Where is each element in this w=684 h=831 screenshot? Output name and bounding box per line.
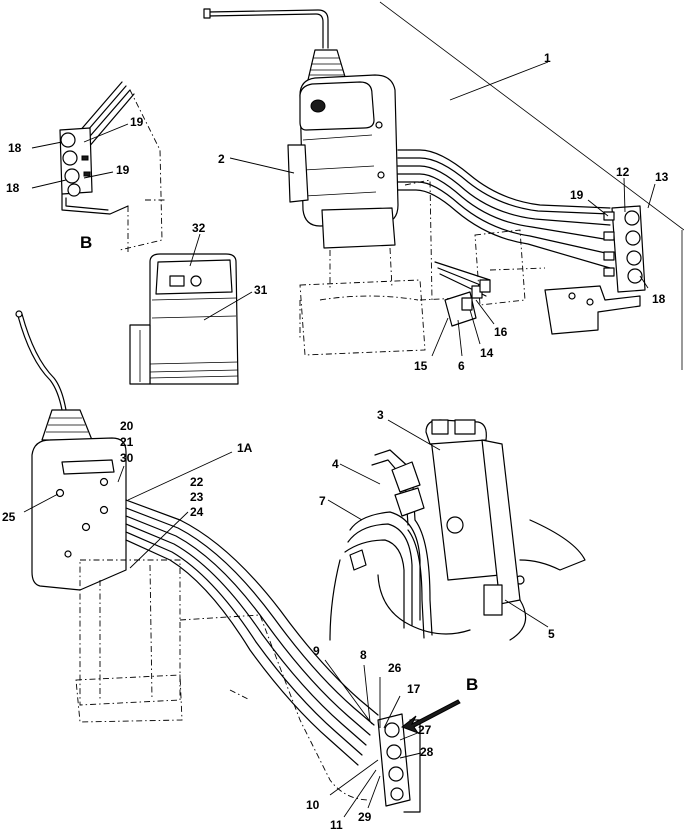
- callout-14: 14: [480, 346, 494, 360]
- valve-detail: [329, 419, 586, 641]
- joystick-cover-assembly: [129, 253, 239, 385]
- callout-22: 22: [190, 475, 204, 489]
- callout-32: 32: [192, 221, 206, 235]
- callout-16: 16: [494, 325, 508, 339]
- callout-5: 5: [548, 627, 555, 641]
- callout-19-detail-upper: 19: [130, 115, 144, 129]
- callout-11: 11: [330, 818, 343, 831]
- callout-8: 8: [360, 648, 367, 662]
- callout-labels: 1 2 12 13 19 18 16 14 6 15 19 19 18 18 3…: [2, 51, 669, 831]
- callout-23: 23: [190, 490, 204, 504]
- leader-lines: [23, 61, 656, 818]
- callout-20: 20: [120, 419, 134, 433]
- callout-7: 7: [319, 494, 326, 508]
- view-arrow-label: B: [466, 675, 478, 694]
- callout-29: 29: [358, 810, 372, 824]
- callout-18-detail-lower: 18: [6, 181, 20, 195]
- callout-30: 30: [120, 451, 134, 465]
- callout-28: 28: [420, 745, 434, 759]
- bottom-main-assembly: [15, 310, 461, 813]
- top-main-assembly: [203, 1, 684, 370]
- callout-31: 31: [254, 283, 268, 297]
- callout-27: 27: [418, 723, 432, 737]
- callout-1: 1: [544, 51, 551, 65]
- detail-view-b: [59, 81, 165, 252]
- callout-10: 10: [306, 798, 320, 812]
- callout-19: 19: [570, 188, 584, 202]
- callout-18: 18: [652, 292, 666, 306]
- callout-26: 26: [388, 661, 402, 675]
- callout-4: 4: [332, 457, 339, 471]
- callout-15: 15: [414, 359, 428, 373]
- callout-9: 9: [313, 644, 320, 658]
- callout-18-detail-upper: 18: [8, 141, 22, 155]
- callout-12: 12: [616, 165, 630, 179]
- callout-24: 24: [190, 505, 204, 519]
- callout-3: 3: [377, 408, 384, 422]
- callout-21: 21: [120, 435, 134, 449]
- callout-25: 25: [2, 510, 16, 524]
- callout-13: 13: [655, 170, 669, 184]
- callout-19-detail-lower: 19: [116, 163, 130, 177]
- callout-6: 6: [458, 359, 465, 373]
- detail-view-label: B: [80, 233, 92, 252]
- callout-2: 2: [218, 152, 225, 166]
- callout-17: 17: [407, 682, 421, 696]
- callout-1A: 1A: [237, 441, 253, 455]
